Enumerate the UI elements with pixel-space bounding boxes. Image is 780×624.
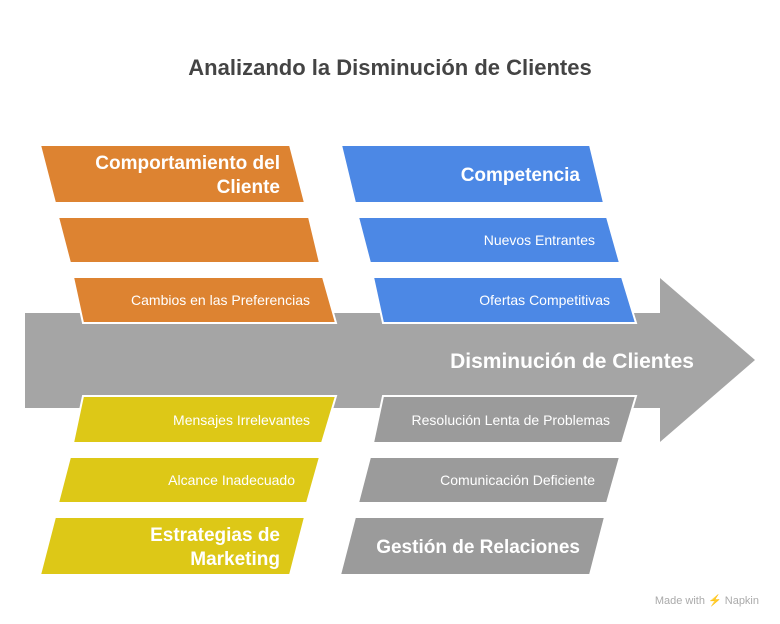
relations-title: Gestión de Relaciones [376,537,580,558]
competition-cause-2-label: Ofertas Competitivas [479,292,610,308]
spine-label: Disminución de Clientes [450,350,694,373]
relations-cause-2-label: Comunicación Deficiente [440,472,595,488]
marketing-title-1: Estrategias de [150,525,280,546]
relations-cause-1 [371,395,638,444]
competition-head [339,144,606,204]
competition-cause-2 [371,276,638,324]
customer-cause-1 [56,216,322,264]
marketing-cause-1 [71,395,338,444]
competition-cause-1 [356,216,622,264]
relations-cause-1-label: Resolución Lenta de Problemas [412,412,610,428]
relations-cause-2 [356,456,622,504]
competition-title: Competencia [461,165,581,186]
customer-title-1: Comportamiento del [95,153,280,174]
customer-cause-2 [71,276,338,324]
marketing-cause-1-label: Mensajes Irrelevantes [173,412,310,428]
marketing-cause-2 [56,456,322,504]
competition-cause-1-label: Nuevos Entrantes [484,232,595,248]
customer-title-2: Cliente [217,177,280,198]
customer-cause-2-label: Cambios en las Preferencias [131,292,310,308]
marketing-cause-2-label: Alcance Inadecuado [168,472,295,488]
marketing-head [38,516,307,576]
relations-head [338,516,607,576]
marketing-title-2: Marketing [190,549,280,570]
customer-head [38,144,307,204]
watermark: Made with ⚡ Napkin [655,594,759,607]
diagram-title: Analizando la Disminución de Clientes [188,55,591,80]
